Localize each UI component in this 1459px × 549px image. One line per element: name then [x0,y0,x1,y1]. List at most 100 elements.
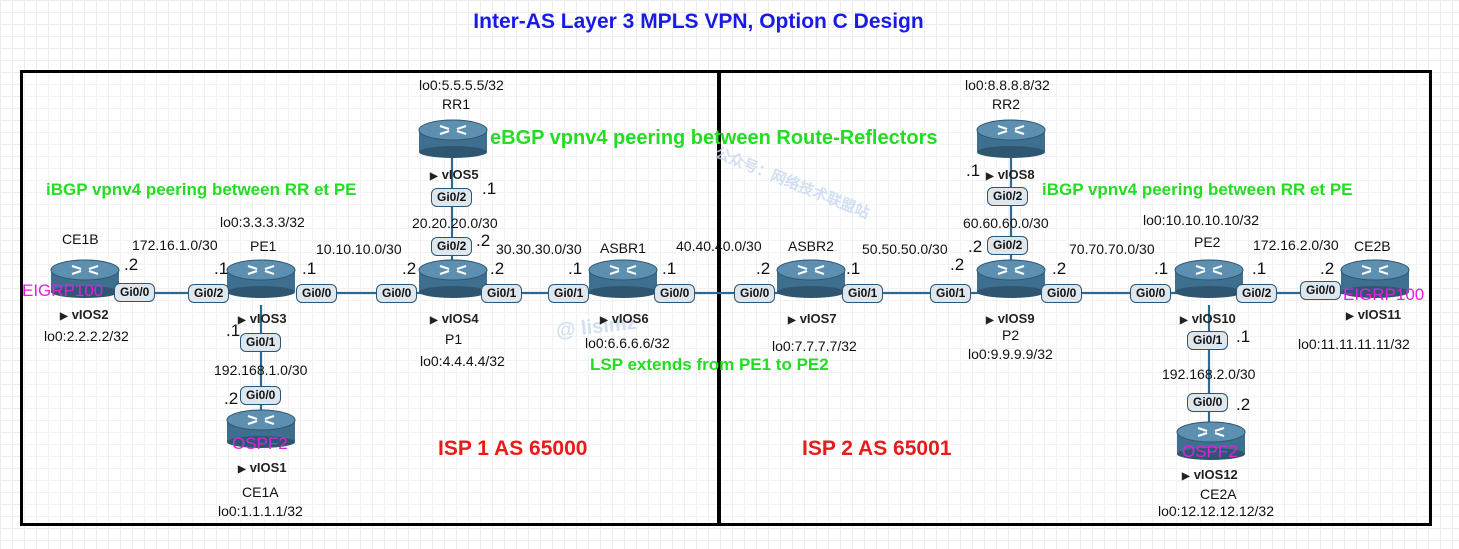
ce2a-node-name: vIOS12 [1193,467,1238,482]
router-icon [1340,259,1410,298]
p1-name: P1 [445,331,463,347]
hostid-asbr2-right: .1 [846,259,861,278]
subnet-pe1-p1: 10.10.10.0/30 [316,241,402,257]
ce1a-name: CE1A [242,484,279,500]
port-ce2a-gi00[interactable]: Gi0/0 [1187,393,1229,412]
router-ce1a[interactable] [226,408,296,453]
router-rr2[interactable] [976,118,1046,163]
subnet-p2-pe2: 70.70.70.0/30 [1069,241,1155,257]
port-pe2-gi00[interactable]: Gi0/0 [1130,284,1172,303]
ce1a-node-name: vIOS1 [249,460,287,475]
ce2b-loopback: lo0:11.11.11.11/32 [1298,336,1410,352]
play-triangle-icon: ▶ [430,315,438,326]
port-pe2-gi01[interactable]: Gi0/1 [1187,331,1229,350]
play-triangle-icon: ▶ [430,171,438,182]
port-asbr2-gi01[interactable]: Gi0/1 [842,284,884,303]
asbr1-loopback: lo0:6.6.6.6/32 [585,335,670,351]
port-pe1-gi01[interactable]: Gi0/1 [240,333,282,352]
router-p1[interactable] [418,258,488,303]
ibgp-annotation-left: iBGP vpnv4 peering between RR et PE [46,180,357,199]
pe2-name: PE2 [1194,234,1221,250]
asbr2-loopback: lo0:7.7.7.7/32 [772,338,857,354]
lsp-annotation: LSP extends from PE1 to PE2 [590,355,829,374]
router-asbr1[interactable] [588,258,658,303]
router-icon [1176,421,1246,460]
router-pe2[interactable] [1174,258,1244,303]
ce2a-node-label: ▶vIOS12 [1182,467,1238,485]
play-triangle-icon: ▶ [1182,471,1190,482]
diagram-title: Inter-AS Layer 3 MPLS VPN, Option C Desi… [473,10,924,33]
router-rr1[interactable] [418,118,488,163]
router-icon [588,259,658,298]
router-asbr2[interactable] [776,258,846,303]
asbr1-node-label: ▶vIOS6 [600,311,649,329]
asbr1-name: ASBR1 [600,240,646,256]
hostid-p2-right: .2 [1052,259,1067,278]
p2-name: P2 [1002,327,1020,343]
ce1a-loopback: lo0:1.1.1.1/32 [218,503,303,519]
router-icon [418,119,488,158]
ce1b-loopback: lo0:2.2.2.2/32 [44,328,129,344]
pe2-node-label: ▶vIOS10 [1180,311,1236,329]
ce2b-node-name: vIOS11 [1357,307,1402,322]
play-triangle-icon: ▶ [238,315,246,326]
hostid-p1-right: .2 [490,259,505,278]
ce2a-name: CE2A [1200,486,1237,502]
router-ce1b[interactable] [50,258,120,303]
subnet-rr1-p1: 20.20.20.0/30 [412,215,498,231]
ce2a-loopback: lo0:12.12.12.12/32 [1158,503,1274,519]
port-pe1-gi02[interactable]: Gi0/2 [188,284,230,303]
subnet-asbr1-asbr2: 40.40.40.0/30 [676,238,762,254]
router-pe1[interactable] [226,258,296,303]
subnet-asbr2-p2: 50.50.50.0/30 [862,241,948,257]
port-asbr1-gi01[interactable]: Gi0/1 [548,284,590,303]
port-pe2-gi02[interactable]: Gi0/2 [1236,284,1278,303]
p1-node-label: ▶vIOS4 [430,311,479,329]
port-p2-gi00[interactable]: Gi0/0 [1041,284,1083,303]
router-icon [226,259,296,298]
router-icon [976,259,1046,298]
hostid-p1-up: .2 [476,231,491,250]
router-p2[interactable] [976,258,1046,303]
hostid-pe1-down: .1 [226,321,241,340]
subnet-pe2-ce2a: 192.168.2.0/30 [1162,366,1256,382]
rr1-node-label: ▶vIOS5 [430,167,479,185]
port-p1-gi02[interactable]: Gi0/2 [431,237,473,256]
port-asbr1-gi00[interactable]: Gi0/0 [654,284,696,303]
hostid-pe1-left: .1 [214,259,229,278]
hostid-pe2-down: .1 [1236,327,1251,346]
asbr2-node-name: vIOS7 [799,311,837,326]
pe1-name: PE1 [250,238,277,254]
ebgp-annotation: eBGP vpnv4 peering between Route-Reflect… [490,127,938,149]
play-triangle-icon: ▶ [600,315,608,326]
port-p2-gi02[interactable]: Gi0/2 [987,236,1029,255]
hostid-p1-left: .2 [402,259,417,278]
rr1-loopback: lo0:5.5.5.5/32 [419,77,504,93]
hostid-pe2-left: .1 [1154,259,1169,278]
pe1-node-name: vIOS3 [249,311,287,326]
port-ce1a-gi00[interactable]: Gi0/0 [240,386,282,405]
ce1b-node-label: ▶vIOS2 [60,307,109,325]
ce1b-node-name: vIOS2 [71,307,109,322]
port-asbr2-gi00[interactable]: Gi0/0 [734,284,776,303]
subnet-ce1b-pe1: 172.16.1.0/30 [132,237,218,253]
port-p1-gi01[interactable]: Gi0/1 [481,284,523,303]
hostid-pe2-right: .1 [1252,259,1267,278]
ce2b-node-label: ▶vIOS11 [1346,307,1401,325]
rr1-node-name: vIOS5 [441,167,479,182]
port-p2-gi01[interactable]: Gi0/1 [930,284,972,303]
port-rr1-gi02[interactable]: Gi0/2 [431,188,473,207]
router-icon [976,119,1046,158]
router-icon [418,259,488,298]
asbr2-node-label: ▶vIOS7 [788,311,837,329]
p2-loopback: lo0:9.9.9.9/32 [968,346,1053,362]
asbr1-node-name: vIOS6 [611,311,649,326]
port-pe1-gi00[interactable]: Gi0/0 [296,284,338,303]
port-ce1b-gi00[interactable]: Gi0/0 [114,283,156,302]
port-rr2-gi02[interactable]: Gi0/2 [987,187,1029,206]
hostid-rr2: .1 [966,161,981,180]
router-ce2a[interactable] [1176,420,1246,465]
port-p1-gi00[interactable]: Gi0/0 [376,284,418,303]
router-ce2b[interactable] [1340,258,1410,303]
port-ce2b-gi00[interactable]: Gi0/0 [1300,281,1342,300]
